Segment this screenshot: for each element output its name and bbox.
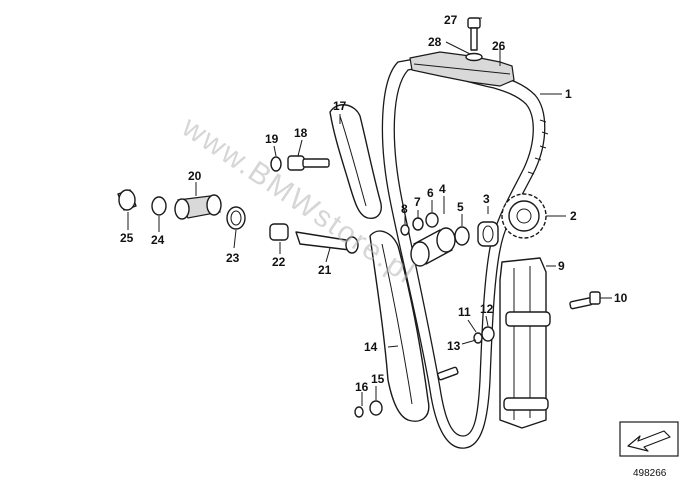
seal-ring-24 — [151, 196, 167, 216]
callout-16: 16 — [355, 380, 369, 394]
callout-5: 5 — [457, 200, 464, 214]
callout-11: 11 — [458, 305, 471, 319]
callout-7: 7 — [414, 195, 421, 209]
callout-26: 26 — [492, 39, 506, 53]
timing-chain — [381, 57, 549, 449]
plug-25 — [117, 189, 137, 211]
callout-22: 22 — [272, 255, 286, 269]
tensioner-rail-14 — [369, 230, 430, 422]
callout-21: 21 — [318, 263, 332, 277]
sprocket-2 — [501, 193, 547, 239]
callout-18: 18 — [294, 126, 308, 140]
callout-17: 17 — [333, 99, 347, 113]
sleeve-22 — [269, 223, 289, 241]
callout-2: 2 — [570, 209, 577, 223]
leader-lines — [127, 17, 612, 406]
shaft — [410, 227, 456, 267]
view-direction-box — [619, 421, 679, 457]
bushing-3 — [477, 221, 499, 247]
callout-15: 15 — [371, 372, 385, 386]
callout-23: 23 — [226, 251, 240, 265]
pin-13 — [437, 366, 459, 381]
callout-6: 6 — [427, 186, 434, 200]
callout-28: 28 — [428, 35, 442, 49]
callout-24: 24 — [151, 233, 165, 247]
bolt-10 — [569, 291, 601, 310]
bolt-16 — [354, 406, 364, 418]
callout-3: 3 — [483, 192, 490, 206]
nut-11 — [473, 332, 483, 344]
washer-19 — [270, 156, 282, 172]
reference-number: 498266 — [633, 468, 667, 479]
upper-guide-rail — [409, 51, 515, 87]
callout-12: 12 — [480, 302, 494, 316]
callout-10: 10 — [614, 291, 628, 305]
callout-25: 25 — [120, 231, 134, 245]
callout-1: 1 — [565, 87, 572, 101]
callout-19: 19 — [265, 132, 279, 146]
tensioner-20 — [174, 194, 222, 220]
bolt-27 — [467, 17, 481, 51]
callouts: 1 2 3 4 5 6 7 8 9 10 11 12 13 14 15 16 1… — [120, 13, 628, 394]
washer-15 — [369, 400, 383, 416]
callout-27: 27 — [444, 13, 458, 27]
callout-9: 9 — [558, 259, 565, 273]
callout-20: 20 — [188, 169, 202, 183]
bolt-8 — [400, 224, 410, 236]
guide-rail-9 — [499, 257, 551, 429]
washer-28 — [465, 52, 483, 62]
callout-14: 14 — [364, 340, 378, 354]
view-direction-arrow-icon — [627, 430, 671, 452]
seal-ring-23 — [226, 206, 246, 230]
washer-6 — [425, 212, 439, 228]
callout-8: 8 — [401, 202, 408, 216]
pin-18 — [287, 155, 330, 171]
washer-12 — [481, 326, 495, 342]
piston-21 — [295, 231, 359, 254]
callout-4: 4 — [439, 182, 446, 196]
tensioner-rail-17 — [329, 104, 382, 219]
ring-5 — [454, 226, 470, 246]
washer-7 — [412, 217, 424, 231]
callout-13: 13 — [447, 339, 461, 353]
